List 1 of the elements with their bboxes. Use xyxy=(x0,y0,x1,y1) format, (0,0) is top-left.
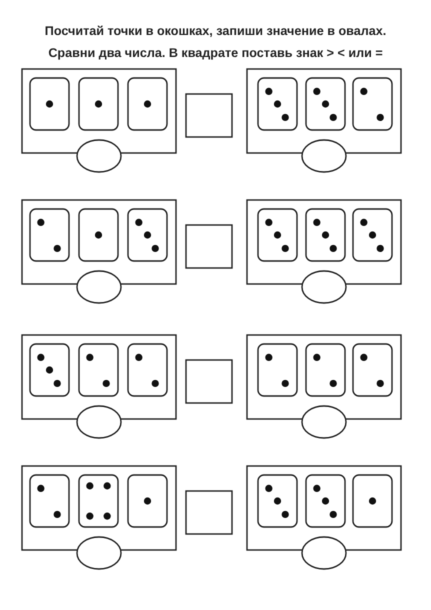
instruction-text: Посчитай точки в окошках, запиши значение в овалах. Сравни два числа. В квадрате поставь знак > < или = xyxy=(44,23,388,62)
